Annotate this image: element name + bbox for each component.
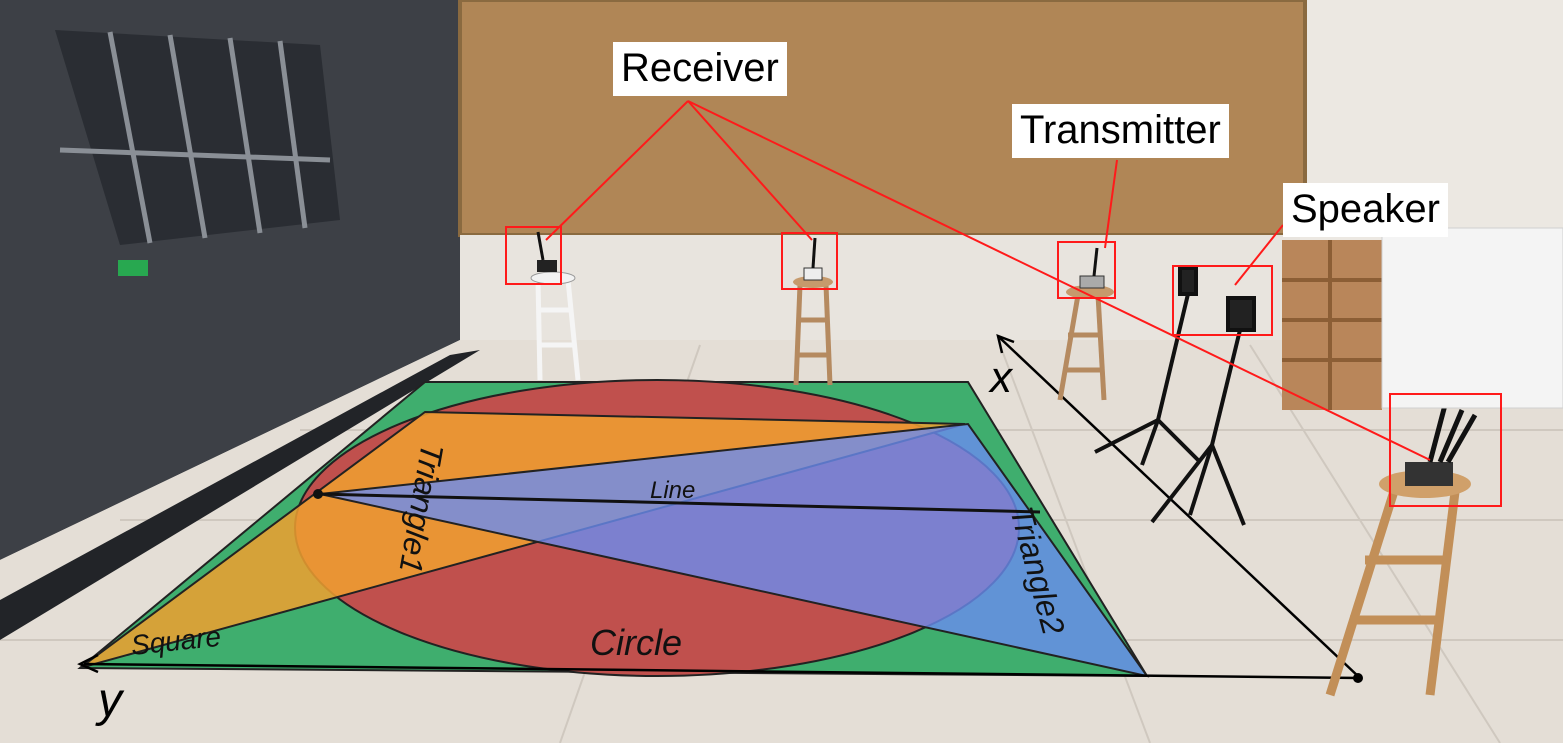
origin-marker [1353, 673, 1363, 683]
x-axis-arrowhead [996, 334, 1015, 354]
transmitter-box [1057, 241, 1116, 299]
stool-seat-2 [793, 276, 833, 288]
speaker-box [1172, 265, 1273, 336]
speaker-tripod-icon [1094, 266, 1202, 466]
speaker-label: Speaker [1283, 183, 1448, 237]
stool-seat-1 [530, 271, 576, 285]
transmitter-label: Transmitter [1012, 104, 1229, 158]
stool-receiver-1 [535, 279, 581, 381]
receiver-device-icon [536, 231, 557, 272]
stool-transmitter [1057, 294, 1107, 401]
floor-mat [77, 379, 1150, 678]
receiver-box-2 [781, 232, 838, 290]
right-shelf [1282, 227, 1563, 410]
receiver-label: Receiver [613, 42, 787, 96]
label-line: Line [650, 477, 695, 504]
receiver-device-icon [1405, 404, 1478, 486]
receiver-box-1 [505, 226, 562, 285]
exit-sign-icon [118, 260, 148, 276]
axis-x-label: x [988, 353, 1014, 402]
dark-floor-strip [0, 350, 480, 640]
line-start-dot [313, 489, 323, 499]
receiver-device-icon [803, 237, 823, 281]
window-mullions [59, 31, 331, 244]
wall-tile-band [460, 235, 1300, 345]
y-axis-line [83, 662, 1361, 680]
y-axis-arrowhead [77, 653, 99, 674]
stool-receiver-2 [793, 284, 833, 386]
callout-lines [545, 100, 1431, 461]
transmitter-device-icon [1079, 247, 1105, 289]
triangle2-region [319, 422, 1150, 678]
callout-boxes [505, 226, 1502, 507]
line-path [317, 492, 1041, 514]
label-circle: Circle [590, 622, 682, 663]
axis-y-label: y [95, 674, 125, 727]
stool-receiver-front [1325, 486, 1460, 697]
speaker-tripod-icon [1150, 296, 1256, 526]
receiver-box-3 [1389, 393, 1502, 507]
left-windows [55, 30, 340, 245]
